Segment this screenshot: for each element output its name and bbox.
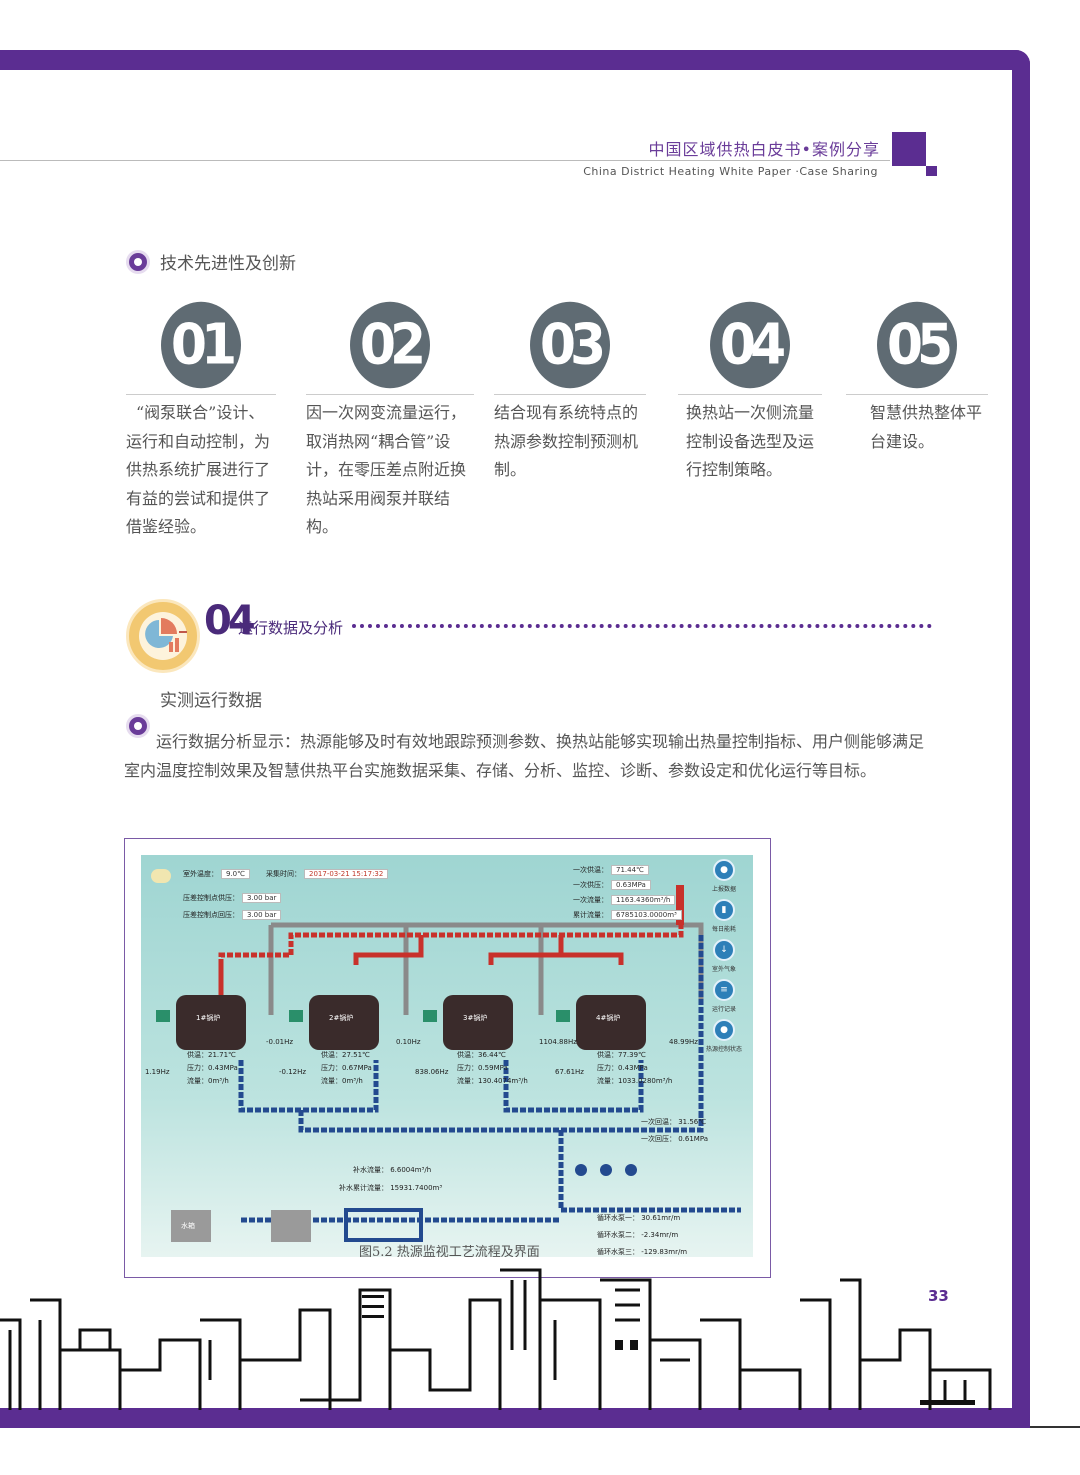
innovation-item-5: 05 智慧供热整体平台建设。 — [846, 301, 988, 456]
section-bullet-icon — [126, 250, 150, 274]
boiler-4-hz: 48.99Hz — [669, 1038, 698, 1046]
item-text: 因一次网变流量运行，取消热网“耦合管”设计，在零压差点附近换热站采用阀泵并联结构… — [306, 403, 467, 536]
number-badge: 05 — [877, 301, 957, 389]
primary-flow: 一次流量：1163.4360m³/h — [573, 895, 676, 905]
makeup-cumulative-flow: 补水累计流量： 15931.7400m³ — [339, 1184, 443, 1192]
bar-chart-icon: ▮ — [713, 899, 735, 921]
return-pressure-readout: 压差控制点回压：3.00 bar — [183, 910, 282, 920]
item-divider — [846, 394, 988, 395]
frame-top-border — [0, 50, 1030, 70]
circ-pump-1: 循环水泵一： 30.61mr/m — [597, 1214, 681, 1222]
primary-supply-pressure: 一次供压：0.63MPa — [573, 880, 651, 890]
innovation-item-2: 02 因一次网变流量运行，取消热网“耦合管”设计，在零压差点附近换热站采用阀泵并… — [306, 301, 474, 542]
chapter-chart-icon — [126, 599, 200, 673]
header-square-decor-small — [926, 166, 937, 176]
boiler-1-label: 1#锅炉 — [196, 1014, 221, 1022]
section-heading-innovation: 技术先进性及创新 — [160, 254, 296, 274]
scada-screenshot: 室外温度：9.0℃ 采集时间：2017-03-21 15:17:32 压差控制点… — [141, 855, 753, 1257]
daily-energy-button[interactable]: ▮每日能耗 — [701, 899, 747, 933]
number-badge: 01 — [161, 301, 241, 389]
number-badge: 02 — [350, 301, 430, 389]
pipe-diagram — [156, 885, 741, 1242]
frame-right-border — [1012, 50, 1030, 1428]
boiler-3-label: 3#锅炉 — [463, 1014, 488, 1022]
innovation-item-3: 03 结合现有系统特点的热源参数控制预测机制。 — [494, 301, 646, 485]
header-square-decor — [892, 132, 926, 166]
boiler-2-label: 2#锅炉 — [329, 1014, 354, 1022]
page-number: 33 — [928, 1287, 949, 1305]
weather-icon — [151, 869, 171, 883]
item-divider — [126, 394, 276, 395]
boiler-4-pump-hz: 67.61Hz — [555, 1068, 584, 1076]
boiler-2-pump-hz: -0.12Hz — [279, 1068, 307, 1076]
primary-return-pressure: 一次回压： 0.61MPa — [641, 1135, 709, 1143]
chapter-title: 运行数据及分析 — [238, 619, 344, 637]
outdoor-weather-button[interactable]: ↓室外气象 — [701, 939, 747, 973]
number-badge: 03 — [530, 301, 610, 389]
item-text: 智慧供热整体平台建设。 — [870, 403, 983, 451]
chapter-dotted-rule — [352, 624, 932, 628]
header-title-en: China District Heating White Paper ·Case… — [583, 165, 878, 178]
header-divider — [0, 160, 890, 161]
cityscape-illustration — [0, 1268, 992, 1410]
makeup-flow: 补水流量： 6.6004m³/h — [353, 1166, 432, 1174]
heat-control-status-button[interactable]: ●热源控制状态 — [701, 1019, 747, 1053]
supply-pressure-readout: 压差控制点供压：3.00 bar — [183, 893, 282, 903]
circ-pump-2: 循环水泵二： -2.34mr/m — [597, 1231, 679, 1239]
water-tank-label: 水箱 — [181, 1222, 195, 1230]
frame-bottom-border — [0, 1408, 1030, 1428]
user-icon: ● — [713, 1019, 735, 1041]
innovation-item-4: 04 换热站一次侧流量控制设备选型及运行控制策略。 — [678, 301, 822, 485]
item-text: 换热站一次侧流量控制设备选型及运行控制策略。 — [686, 403, 815, 479]
analysis-paragraph: 运行数据分析显示：热源能够及时有效地跟踪预测参数、换热站能够实现输出热量控制指标… — [124, 732, 925, 780]
boiler-3-pump-hz: 838.06Hz — [415, 1068, 449, 1076]
boiler-1-pump-hz: 1.19Hz — [145, 1068, 170, 1076]
circ-pump-3: 循环水泵三： -129.83mr/m — [597, 1248, 688, 1256]
thermometer-icon: ↓ — [713, 939, 735, 961]
item-divider — [494, 394, 646, 395]
cumulative-flow: 累计流量：6785103.0000m³ — [573, 910, 682, 920]
outdoor-temp-readout: 室外温度：9.0℃ — [183, 869, 250, 879]
figure-frame: 室外温度：9.0℃ 采集时间：2017-03-21 15:17:32 压差控制点… — [124, 838, 771, 1278]
item-text: “阀泵联合”设计、运行和自动控制，为供热系统扩展进行了有益的尝试和提供了借鉴经验… — [126, 403, 271, 536]
header-title-cn: 中国区域供热白皮书•案例分享 — [648, 140, 880, 159]
subheading-measured-data: 实测运行数据 — [160, 691, 262, 711]
number-badge: 04 — [710, 301, 790, 389]
document-icon: ≡ — [713, 979, 735, 1001]
report-data-button[interactable]: ●上报数据 — [701, 859, 747, 893]
section-bullet-icon — [126, 714, 150, 738]
frame-tail-line — [1030, 1426, 1080, 1428]
boiler-4-label: 4#锅炉 — [596, 1014, 621, 1022]
shield-icon: ● — [713, 859, 735, 881]
item-divider — [306, 394, 474, 395]
collect-time-readout: 采集时间：2017-03-21 15:17:32 — [266, 869, 389, 879]
boiler-1-hz: -0.01Hz — [266, 1038, 294, 1046]
primary-return-temp: 一次回温： 31.56℃ — [641, 1118, 707, 1126]
boiler-3-hz: 1104.88Hz — [539, 1038, 577, 1046]
item-divider — [678, 394, 822, 395]
chapter-number: 04 — [204, 598, 256, 644]
run-log-button[interactable]: ≡运行记录 — [701, 979, 747, 1013]
boiler-2-hz: 0.10Hz — [396, 1038, 421, 1046]
figure-caption: 图5.2 热源监视工艺流程及界面 — [359, 1245, 540, 1257]
item-text: 结合现有系统特点的热源参数控制预测机制。 — [494, 403, 639, 479]
primary-supply-temp: 一次供温：71.44℃ — [573, 865, 649, 875]
innovation-item-1: 01 “阀泵联合”设计、运行和自动控制，为供热系统扩展进行了有益的尝试和提供了借… — [126, 301, 276, 542]
